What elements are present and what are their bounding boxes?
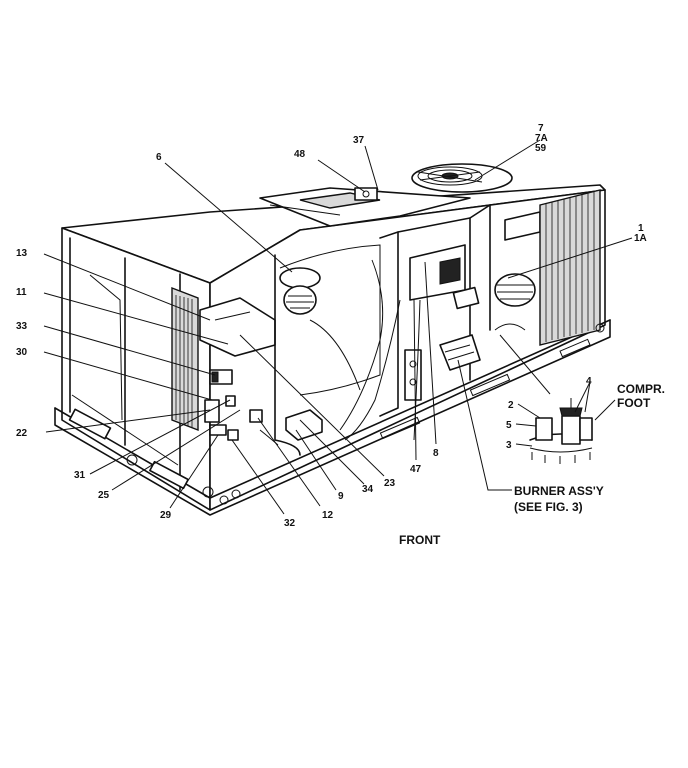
label-59: 59 <box>535 143 547 154</box>
label-9: 9 <box>338 491 344 502</box>
label-32: 32 <box>284 518 296 529</box>
left-end-frame <box>68 237 214 498</box>
base-rail-details <box>219 338 591 505</box>
label-48: 48 <box>294 149 306 160</box>
condenser-section <box>469 189 605 346</box>
evaporator-coil <box>171 286 199 432</box>
label-foot: FOOT <box>617 396 651 410</box>
top-access-panel <box>259 187 471 227</box>
label-22: 22 <box>16 428 28 439</box>
callout-labels: 6 48 37 7 7A 59 1 1A 13 11 33 30 22 31 2… <box>16 123 665 547</box>
burner-compartment <box>344 217 481 441</box>
label-7a: 7A <box>535 133 548 144</box>
condenser-fan <box>411 163 513 193</box>
label-4: 4 <box>586 376 592 387</box>
label-37: 37 <box>353 135 365 146</box>
label-31: 31 <box>74 470 86 481</box>
label-5: 5 <box>506 420 512 431</box>
label-see-fig: (SEE FIG. 3) <box>514 500 583 514</box>
leader-lines <box>43 139 633 515</box>
label-compr: COMPR. <box>617 382 665 396</box>
label-burner-assy: BURNER ASS'Y <box>514 484 604 498</box>
label-23: 23 <box>384 478 396 489</box>
label-3: 3 <box>506 440 512 451</box>
label-7: 7 <box>538 123 544 134</box>
label-33: 33 <box>16 321 28 332</box>
label-30: 30 <box>16 347 28 358</box>
label-1a: 1A <box>634 233 647 244</box>
label-8: 8 <box>433 448 439 459</box>
label-1: 1 <box>638 223 644 234</box>
label-29: 29 <box>160 510 172 521</box>
label-34: 34 <box>362 484 374 495</box>
label-47: 47 <box>410 464 422 475</box>
label-13: 13 <box>16 248 28 259</box>
label-25: 25 <box>98 490 110 501</box>
label-2: 2 <box>508 400 514 411</box>
label-12: 12 <box>322 510 334 521</box>
compressor-foot-detail <box>529 398 593 464</box>
label-front: FRONT <box>399 533 441 547</box>
label-11: 11 <box>16 287 27 298</box>
label-6: 6 <box>156 152 162 163</box>
